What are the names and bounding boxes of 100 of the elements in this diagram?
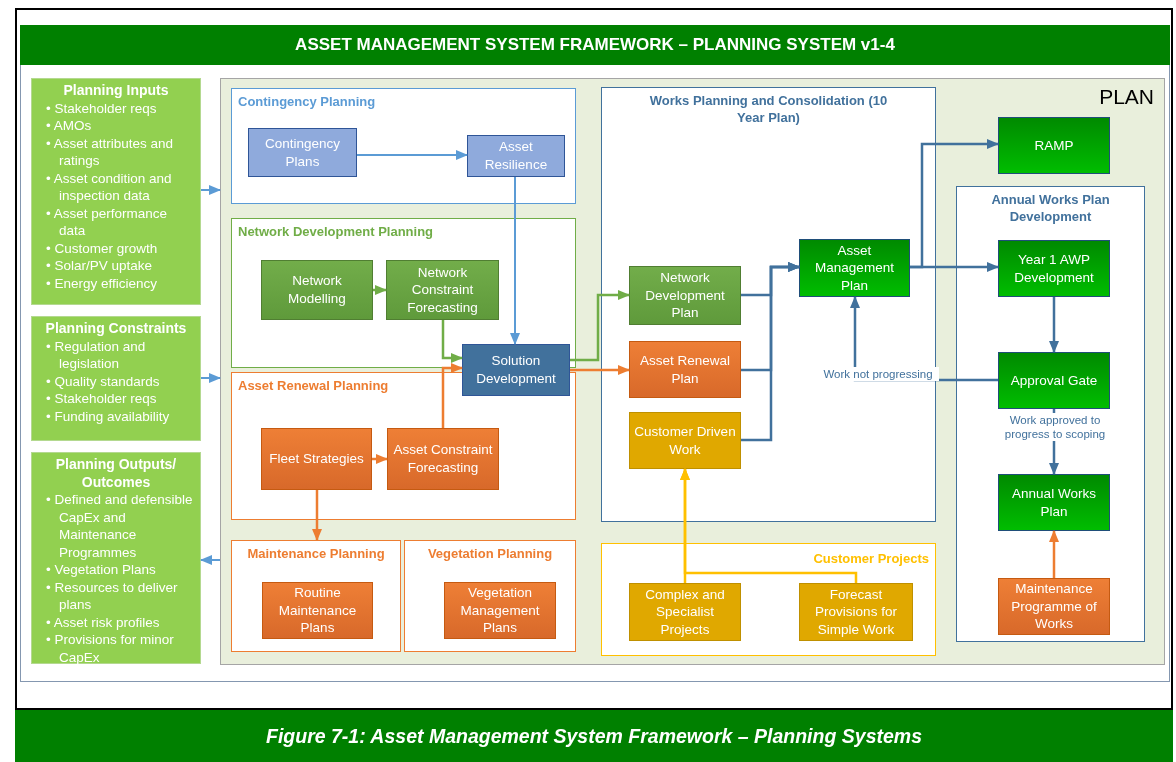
process-box xyxy=(799,583,913,641)
node-label: Network Modelling xyxy=(287,272,347,308)
list-item: • Provisions for minor CapEx xyxy=(46,631,175,666)
process-box xyxy=(998,578,1110,635)
node-label: Routine Maintenance Plans xyxy=(277,584,358,637)
node-label: Asset Management Plan xyxy=(814,241,895,295)
arrow xyxy=(356,150,468,160)
node-label: Fleet Strategies xyxy=(269,450,364,468)
arrow xyxy=(441,363,463,428)
process-box xyxy=(262,582,373,639)
input-panel xyxy=(31,316,201,441)
arrow xyxy=(200,185,221,195)
list-item: • Regulation and legislation xyxy=(46,337,147,373)
list-item: • Solar/PV uptake xyxy=(46,257,154,275)
arrow xyxy=(1049,530,1059,578)
arrow xyxy=(200,555,221,565)
group-frame xyxy=(231,540,401,652)
arrow xyxy=(680,468,858,583)
process-box xyxy=(261,428,372,490)
process-box xyxy=(629,583,741,641)
process-box xyxy=(629,266,741,325)
process-box xyxy=(467,135,565,177)
list-item: • Stakeholder reqs xyxy=(46,390,158,408)
process-box xyxy=(248,128,357,177)
arrow xyxy=(441,320,463,363)
group-heading: Contingency Planning xyxy=(238,93,376,110)
group-heading: Asset Renewal Planning xyxy=(238,377,389,394)
list-item: • Quality standards xyxy=(46,372,161,390)
arrow xyxy=(372,454,388,464)
process-box xyxy=(998,240,1110,297)
list-item: • Asset risk profiles xyxy=(46,613,161,631)
process-box xyxy=(998,474,1110,531)
list-item: • AMOs xyxy=(46,117,93,135)
panel-heading: PLAN xyxy=(1099,85,1154,109)
panel-heading: Planning Outputs/ Outcomes xyxy=(54,456,178,491)
node-label: Network Constraint Forecasting xyxy=(406,263,479,317)
input-panel xyxy=(31,452,201,664)
node-label: Approval Gate xyxy=(1010,371,1098,390)
group-heading: Works Planning and Consolidation (10 Year Plan) xyxy=(648,92,889,126)
group-heading: Annual Works Plan Development xyxy=(990,191,1111,225)
group-frame xyxy=(231,88,576,204)
input-panel xyxy=(31,78,201,305)
arrow xyxy=(910,262,999,272)
list-item: • Asset condition and inspection data xyxy=(46,169,173,205)
panel-heading: Planning Constraints xyxy=(44,320,188,338)
arrow xyxy=(570,290,630,362)
node-label: Asset Renewal Plan xyxy=(638,351,731,388)
group-frame xyxy=(956,186,1145,642)
process-box xyxy=(629,412,741,469)
arrow xyxy=(570,365,630,375)
arrow xyxy=(1049,297,1059,353)
process-box xyxy=(387,428,499,490)
list-item: • Funding availability xyxy=(46,407,171,425)
process-box xyxy=(998,352,1110,409)
node-label: Forecast Provisions for Simple Work xyxy=(814,585,898,639)
arrow xyxy=(373,285,387,295)
list-item: • Vegetation Plans xyxy=(46,561,157,579)
diagram-title: ASSET MANAGEMENT SYSTEM FRAMEWORK – PLANNING SYSTEM v1-4 xyxy=(20,25,1170,65)
group-frame xyxy=(601,87,936,522)
group-frame xyxy=(231,218,576,368)
node-label: Solution Development xyxy=(475,352,557,388)
process-box xyxy=(444,582,556,639)
node-label: Network Development Plan xyxy=(644,269,726,322)
group-heading: Customer Projects xyxy=(813,550,929,567)
node-label: Contingency Plans xyxy=(263,134,342,171)
process-box xyxy=(629,341,741,398)
group-heading: Maintenance Planning xyxy=(246,545,386,562)
node-label: Vegetation Management Plans xyxy=(459,584,541,637)
process-box xyxy=(799,239,910,297)
node-label: Customer Driven Work xyxy=(634,422,736,459)
list-item: • Customer growth xyxy=(46,239,159,257)
node-label: RAMP xyxy=(1034,136,1074,155)
group-frame xyxy=(231,372,576,520)
node-label: Annual Works Plan xyxy=(1011,484,1097,521)
panel-heading: Planning Inputs xyxy=(62,82,170,100)
list-item: • Energy efficiency xyxy=(46,274,159,292)
process-box xyxy=(462,344,570,396)
process-box xyxy=(998,117,1110,174)
list-item: • Resources to deliver plans xyxy=(46,578,179,614)
node-label: Asset Resilience xyxy=(483,138,549,174)
figure-caption: Figure 7-1: Asset Management System Framework – Planning Systems xyxy=(15,708,1173,762)
group-frame xyxy=(601,543,936,656)
group-heading: Vegetation Planning xyxy=(426,545,554,562)
plan-panel xyxy=(220,78,1165,665)
list-item: • Defined and defensible CapEx and Maintenance Programmes xyxy=(46,491,194,561)
node-label: Maintenance Programme of Works xyxy=(1010,580,1098,633)
arrow xyxy=(510,176,520,345)
node-label: Asset Constraint Forecasting xyxy=(392,441,494,477)
list-item: • Asset attributes and ratings xyxy=(46,134,175,170)
process-box xyxy=(386,260,499,320)
list-item: • Stakeholder reqs xyxy=(46,99,158,117)
process-box xyxy=(261,260,373,320)
group-frame xyxy=(404,540,576,652)
node-label: Year 1 AWP Development xyxy=(1013,250,1095,287)
node-label: Complex and Specialist Projects xyxy=(644,585,726,639)
group-heading: Network Development Planning xyxy=(238,223,434,240)
arrow xyxy=(741,262,800,442)
arrow xyxy=(312,490,322,541)
arrow xyxy=(200,373,221,383)
list-item: • Asset performance data xyxy=(46,204,169,240)
